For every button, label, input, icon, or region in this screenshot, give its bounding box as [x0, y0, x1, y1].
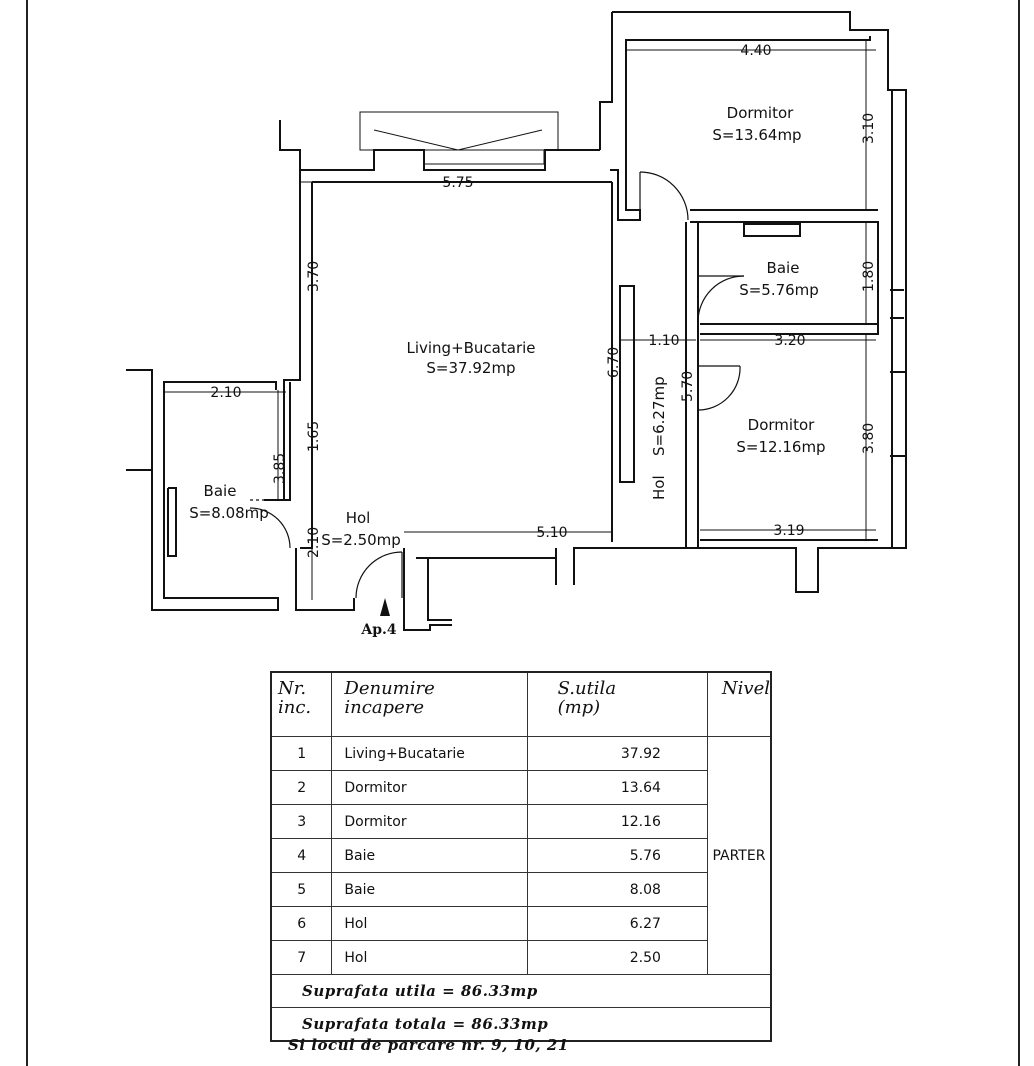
row-nr: 6 [270, 906, 333, 941]
dim-label: 3.70 [306, 261, 322, 292]
room-area-dormitor-top: S=13.64mp [712, 126, 801, 144]
suprafata-totala: Suprafata totala = 86.33mp [270, 1007, 772, 1042]
row-nr: 5 [270, 872, 333, 907]
row-nr: 1 [270, 736, 333, 771]
row-nr: 4 [270, 838, 333, 873]
table-header-row: Nr. inc. Denumire incapere S.utila (mp) … [270, 671, 772, 737]
dim-label: 3.10 [861, 113, 877, 144]
doors [249, 171, 745, 599]
row-nr: 3 [270, 804, 333, 839]
row-area: 2.50 [526, 940, 708, 975]
page-frame [26, 0, 1020, 1066]
floor-plan: Dormitor S=13.64mp Baie S=5.76mp Living+… [126, 11, 907, 638]
total-totala-row: Suprafata totala = 86.33mp [270, 1007, 772, 1042]
dim-label: 3.80 [861, 423, 877, 454]
row-area: 5.76 [526, 838, 708, 873]
table-row: 1 Living+Bucatarie 37.92 PARTER [270, 736, 772, 975]
row-area: 37.92 [526, 736, 708, 771]
row-name: Baie [331, 838, 528, 873]
header-denumire: Denumire incapere [331, 671, 528, 737]
row-area: 13.64 [526, 770, 708, 805]
table-row: 6 Hol 6.27 [270, 906, 771, 941]
room-name-hol-vertical: Hol [650, 475, 668, 500]
apartment-label: Ap.4 [360, 622, 397, 638]
dim-label: 3.19 [773, 523, 804, 539]
room-name-baie-left: Baie [204, 482, 237, 500]
dim-label: 1.10 [648, 333, 679, 349]
dim-label: 1.65 [306, 421, 322, 452]
room-area-baie-left: S=8.08mp [189, 504, 269, 522]
room-area-dormitor-bottom: S=12.16mp [736, 438, 825, 456]
room-area-living: S=37.92mp [426, 359, 515, 377]
table-row: 4 Baie 5.76 [270, 838, 771, 873]
table-row: 5 Baie 8.08 [270, 872, 771, 907]
nivel-value: PARTER [706, 736, 772, 975]
suprafata-utila: Suprafata utila = 86.33mp [270, 974, 772, 1008]
room-area-table: Nr. inc. Denumire incapere S.utila (mp) … [270, 671, 772, 1042]
total-utila-row: Suprafata utila = 86.33mp [270, 974, 772, 1008]
row-nr: 7 [270, 940, 333, 975]
dim-label: 2.10 [306, 527, 322, 558]
header-sutila: S.utila (mp) [526, 671, 708, 737]
row-area: 6.27 [526, 906, 708, 941]
room-area-hol-small: S=2.50mp [321, 531, 401, 549]
room-name-hol-small: Hol [346, 509, 371, 527]
dim-label: 2.10 [210, 385, 241, 401]
dim-label: 4.40 [740, 43, 771, 59]
dimension-lines [164, 40, 876, 600]
row-name: Dormitor [331, 804, 528, 839]
dim-label: 3.85 [272, 453, 288, 484]
row-name: Hol [331, 906, 528, 941]
table-row: 2 Dormitor 13.64 [270, 770, 771, 805]
row-name: Baie [331, 872, 528, 907]
dim-label: 1.80 [861, 261, 877, 292]
row-nr: 2 [270, 770, 333, 805]
header-nivel: Nivel [706, 671, 772, 737]
table-row: 3 Dormitor 12.16 [270, 804, 771, 839]
row-area: 12.16 [526, 804, 708, 839]
room-area-baie-mid: S=5.76mp [739, 281, 819, 299]
row-name: Dormitor [331, 770, 528, 805]
row-name: Living+Bucatarie [331, 736, 528, 771]
room-area-hol-vertical: S=6.27mp [650, 376, 668, 456]
room-name-dormitor-bottom: Dormitor [748, 416, 815, 434]
row-name: Hol [331, 940, 528, 975]
dim-label: 6.70 [606, 347, 622, 378]
table-row: 7 Hol 2.50 [270, 940, 771, 975]
room-name-baie-mid: Baie [767, 259, 800, 277]
room-name-dormitor-top: Dormitor [727, 104, 794, 122]
dim-label: 5.75 [442, 175, 473, 191]
entrance-arrow-icon [380, 598, 390, 616]
row-area: 8.08 [526, 872, 708, 907]
dim-label: 5.10 [536, 525, 567, 541]
dim-label: 5.70 [680, 371, 696, 402]
header-nr: Nr. inc. [270, 671, 333, 737]
dim-label: 3.20 [774, 333, 805, 349]
parking-note: Si locul de parcare nr. 9, 10, 21 [288, 1036, 569, 1054]
room-name-living: Living+Bucatarie [406, 339, 535, 357]
